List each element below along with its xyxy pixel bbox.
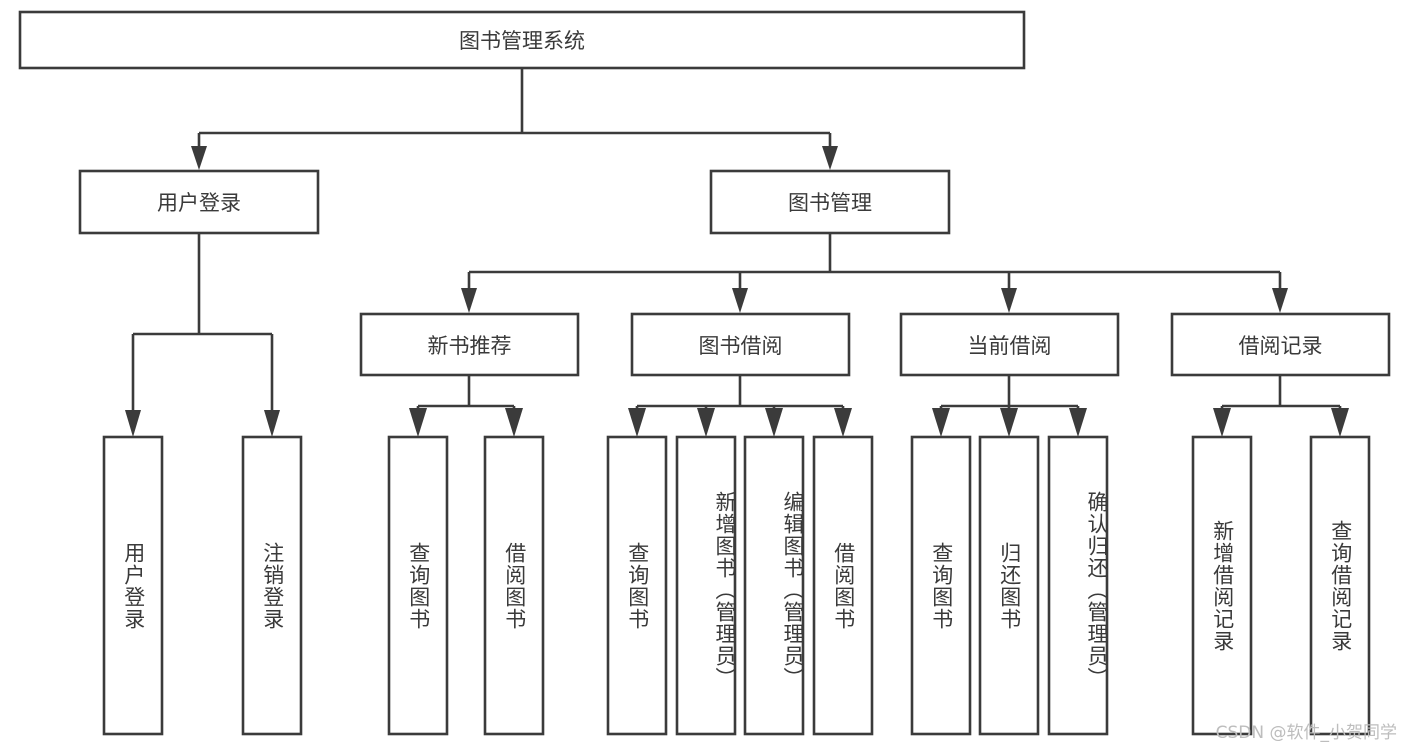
arrow-head-bb-leaf-2 <box>697 408 715 437</box>
leaf-box-cb-query-book[interactable] <box>910 435 972 736</box>
arrow-head-user-login <box>191 146 207 170</box>
leaf-box-logout[interactable] <box>241 435 303 736</box>
node-current-borrow-box[interactable] <box>899 312 1120 377</box>
node-new-book-recommend-label: 新书推荐 <box>427 333 512 358</box>
leaf-box-cb-confirm-return[interactable] <box>1047 435 1109 736</box>
leaf-label-nbr-query-book: 查询图书 <box>406 541 431 630</box>
arrow-head-leaf-user-login <box>125 410 141 437</box>
arrow-head-nbr-leaf-2 <box>505 408 523 437</box>
leaf-label-bb-edit-book: 编辑图书（管理员） <box>781 490 805 689</box>
leaf-label-br-add-record: 新增借阅记录 <box>1210 519 1235 652</box>
leaf-box-user-login[interactable] <box>102 435 164 736</box>
leaf-label-br-query-record: 查询借阅记录 <box>1328 519 1353 652</box>
arrow-head-cb-leaf-2 <box>1000 408 1018 437</box>
leaf-box-nbr-query-book[interactable] <box>387 435 449 736</box>
arrow-head-current-borrow <box>1001 288 1017 313</box>
arrow-head-br-leaf-2 <box>1331 408 1349 437</box>
arrow-head-new-book-recommend <box>461 288 477 313</box>
arrow-head-borrow-record <box>1272 288 1288 313</box>
arrow-head-leaf-logout <box>264 410 280 437</box>
leaf-label-bb-borrow-book: 借阅图书 <box>831 541 856 630</box>
leaf-box-cb-return-book[interactable] <box>978 435 1040 736</box>
leaf-label-cb-query-book: 查询图书 <box>929 541 954 630</box>
node-book-manage-label: 图书管理 <box>788 191 872 215</box>
node-root-label: 图书管理系统 <box>459 29 585 53</box>
node-user-login-box[interactable] <box>78 169 320 235</box>
leaf-label-bb-add-book: 新增图书（管理员） <box>713 490 737 689</box>
node-borrow-record-label: 借阅记录 <box>1238 333 1323 358</box>
arrow-head-bb-leaf-3 <box>765 408 783 437</box>
node-book-borrow-label: 图书借阅 <box>698 333 783 358</box>
leaf-label-cb-confirm-return: 确认归还（管理员） <box>1085 490 1109 689</box>
node-root-box[interactable] <box>18 10 1026 70</box>
leaf-box-bb-add-book[interactable] <box>675 435 737 736</box>
node-book-manage-box[interactable] <box>709 169 951 235</box>
node-new-book-recommend-box[interactable] <box>359 312 580 377</box>
leaf-label-user-login: 用户登录 <box>121 541 146 630</box>
leaf-box-nbr-borrow-book[interactable] <box>483 435 545 736</box>
arrow-head-cb-leaf-1 <box>932 408 950 437</box>
leaf-box-bb-edit-book[interactable] <box>743 435 805 736</box>
node-current-borrow-label: 当前借阅 <box>967 333 1052 358</box>
arrow-head-nbr-leaf-1 <box>409 408 427 437</box>
leaf-box-br-add-record[interactable] <box>1191 435 1253 736</box>
node-book-borrow-box[interactable] <box>630 312 851 377</box>
leaf-label-cb-return-book: 归还图书 <box>997 541 1022 630</box>
arrow-head-bb-leaf-1 <box>628 408 646 437</box>
arrow-head-br-leaf-1 <box>1213 408 1231 437</box>
leaf-label-nbr-borrow-book: 借阅图书 <box>502 541 527 630</box>
leaf-box-bb-query-book[interactable] <box>606 435 668 736</box>
leaf-box-br-query-record[interactable] <box>1309 435 1371 736</box>
leaf-box-bb-borrow-book[interactable] <box>812 435 874 736</box>
watermark-text: CSDN @软件_小贺同学 <box>1215 723 1397 743</box>
node-user-login-label: 用户登录 <box>157 191 241 215</box>
arrow-head-book-borrow <box>732 288 748 313</box>
arrow-head-bb-leaf-4 <box>834 408 852 437</box>
leaf-label-bb-query-book: 查询图书 <box>625 541 650 630</box>
leaf-label-logout: 注销登录 <box>260 541 285 630</box>
arrow-head-cb-leaf-3 <box>1069 408 1087 437</box>
arrow-head-book-manage <box>822 146 838 170</box>
